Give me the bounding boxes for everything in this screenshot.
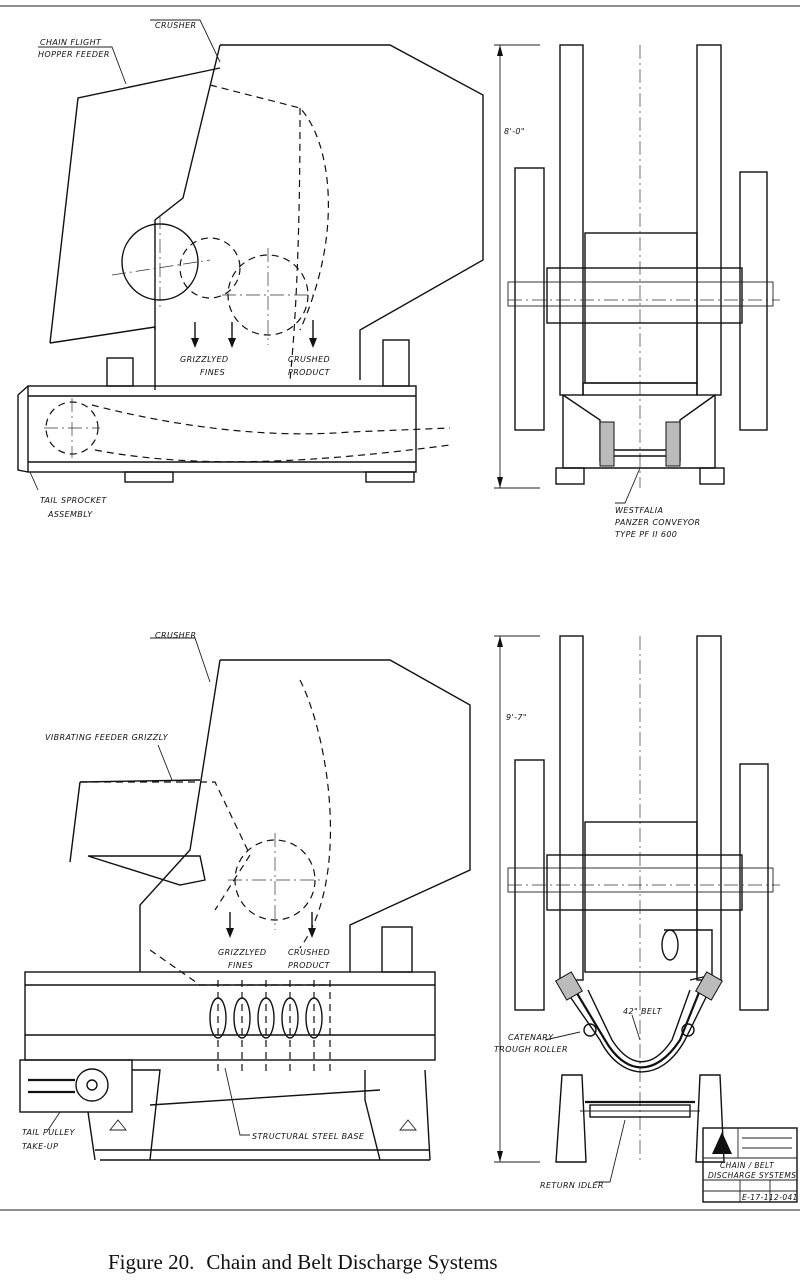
height-dimension-chain: 8'-0"	[504, 127, 525, 136]
fines-arrow-icon	[226, 912, 234, 938]
roller-label-line1: CATENARY	[508, 1033, 554, 1042]
fines-label-line2: FINES	[228, 961, 253, 970]
roller-label-line2: TROUGH ROLLER	[494, 1045, 568, 1054]
belt-end-labels: 9'-7" 42" BELT CATENARY TROUGH ROLLER RE…	[494, 713, 663, 1190]
belt-end-view	[494, 635, 780, 1183]
sheet-border	[0, 5, 800, 1211]
grizzly-slots	[209, 980, 331, 1075]
product-arrow-icon	[309, 320, 317, 348]
base-label: STRUCTURAL STEEL BASE	[252, 1132, 365, 1141]
drawing-number: E-17-112-041	[742, 1193, 798, 1202]
fines-label-line2: FINES	[200, 368, 225, 377]
belt-side-labels: CRUSHER VIBRATING FEEDER GRIZZLY GRIZZLY…	[22, 631, 365, 1151]
chain-end-view	[494, 44, 780, 504]
fines-label-line1: GRIZZLYED	[218, 948, 266, 957]
tail-label-line2: ASSEMBLY	[47, 510, 93, 519]
chain-side-view	[17, 19, 484, 491]
crusher-label: CRUSHER	[155, 631, 197, 640]
feeder-label: VIBRATING FEEDER GRIZZLY	[45, 733, 169, 742]
title-block: CHAIN / BELT DISCHARGE SYSTEMS E-17-112-…	[702, 1127, 798, 1203]
feeder-label-line2: HOPPER FEEDER	[38, 50, 110, 59]
title-line1: CHAIN / BELT	[720, 1161, 775, 1170]
tail-label-line1: TAIL SPROCKET	[40, 496, 107, 505]
height-dimension-belt: 9'-7"	[506, 713, 527, 722]
title-line2: DISCHARGE SYSTEMS	[708, 1171, 796, 1180]
chain-end-labels: 8'-0" WESTFALIA PANZER CONVEYOR TYPE PF …	[504, 127, 701, 539]
belt-side-view	[19, 637, 471, 1161]
product-label-line2: PRODUCT	[288, 368, 331, 377]
product-label-line1: CRUSHED	[288, 948, 330, 957]
company-logo-icon	[712, 1132, 732, 1154]
product-label-line1: CRUSHED	[288, 355, 330, 364]
feeder-label-line1: CHAIN FLIGHT	[40, 38, 102, 47]
figure-title: Chain and Belt Discharge Systems	[206, 1250, 498, 1274]
product-arrow-icon	[308, 912, 316, 938]
chain-side-labels: CRUSHER CHAIN FLIGHT HOPPER FEEDER GRIZZ…	[38, 21, 331, 519]
fines-arrow-icon	[191, 322, 236, 348]
conveyor-label-line1: WESTFALIA	[615, 506, 663, 515]
figure-caption: Figure 20. Chain and Belt Discharge Syste…	[108, 1250, 510, 1275]
idler-label: RETURN IDLER	[540, 1181, 604, 1190]
product-label-line2: PRODUCT	[288, 961, 331, 970]
crusher-label: CRUSHER	[155, 21, 197, 30]
conveyor-label-line2: PANZER CONVEYOR	[615, 518, 701, 527]
fines-label-line1: GRIZZLYED	[180, 355, 228, 364]
belt-label: 42" BELT	[623, 1007, 663, 1016]
tail-label-line1: TAIL PULLEY	[22, 1128, 76, 1137]
conveyor-label-line3: TYPE PF II 600	[615, 530, 677, 539]
tail-label-line2: TAKE-UP	[22, 1142, 58, 1151]
figure-number: Figure 20.	[108, 1250, 195, 1274]
